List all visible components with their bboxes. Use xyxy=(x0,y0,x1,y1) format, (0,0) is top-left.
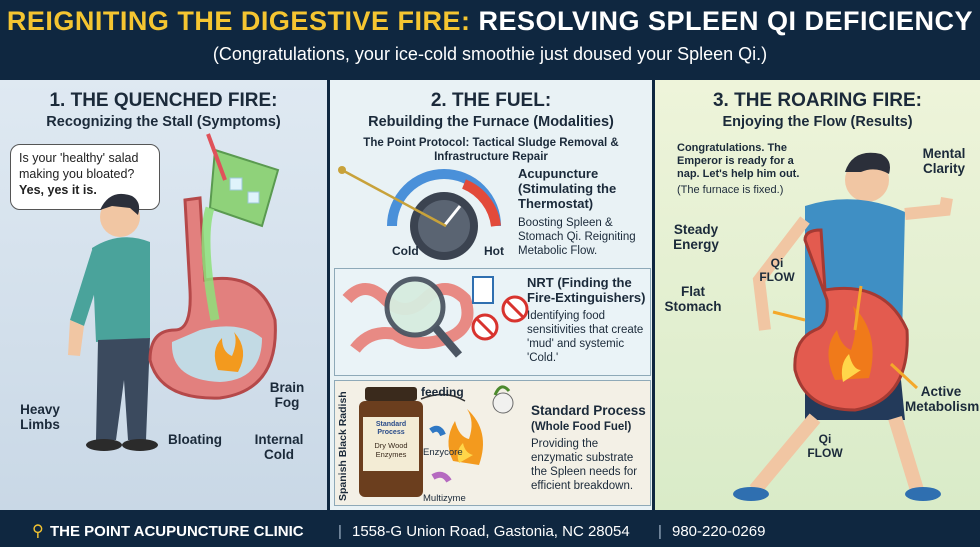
multizyme-label: Multizyme xyxy=(423,493,466,504)
label-brain-fog: Brain Fog xyxy=(269,380,305,410)
footer-separator-1: | xyxy=(338,523,342,540)
nrt-title: NRT (Finding the Fire-Extinguishers) xyxy=(527,275,646,305)
title-part-1: REIGNITING THE DIGESTIVE FIRE: xyxy=(6,6,471,36)
label-qi-flow-top: Qi FLOW xyxy=(759,256,795,284)
label-bloating: Bloating xyxy=(168,432,222,447)
label-mental-clarity: Mental Clarity xyxy=(922,146,966,176)
thermostat-gauge-icon xyxy=(338,166,501,260)
label-heavy-limbs: Heavy Limbs xyxy=(20,402,60,432)
panel-fuel: 2. THE FUEL: Rebuilding the Furnace (Mod… xyxy=(327,80,655,510)
section-standard-process: Spanish Black Radish Standard Process Dr… xyxy=(334,380,651,506)
standard-process-title: Standard Process xyxy=(531,403,646,418)
tired-man-illustration xyxy=(68,193,158,451)
standard-process-subtitle: (Whole Food Fuel) xyxy=(531,421,632,433)
page-title: REIGNITING THE DIGESTIVE FIRE: RESOLVING… xyxy=(0,6,980,37)
enzycore-label: Enzycore xyxy=(423,447,463,458)
label-flat-stomach: Flat Stomach xyxy=(664,284,722,314)
bottle-name: Dry Wood Enzymes xyxy=(374,441,408,459)
panel-roaring-fire: 3. THE ROARING FIRE: Enjoying the Flow (… xyxy=(655,80,980,510)
panel2-heading: 2. THE FUEL: xyxy=(430,90,552,111)
gauge-cold-label: Cold xyxy=(392,244,419,258)
acupuncture-body: Boosting Spleen & Stomach Qi. Reigniting… xyxy=(518,217,636,257)
page-subtitle: (Congratulations, your ice-cold smoothie… xyxy=(212,44,768,64)
nrt-body: Identifying food sensitivities that crea… xyxy=(527,310,644,364)
footer-separator-2: | xyxy=(658,523,662,540)
protocol-subtitle: The Point Protocol: Tactical Sludge Remo… xyxy=(363,137,619,163)
panel1-subheading: Recognizing the Stall (Symptoms) xyxy=(46,114,281,130)
panel-quenched-fire: 1. THE QUENCHED FIRE: Recognizing the St… xyxy=(0,80,327,510)
note-line-1: Congratulations. The Emperor is ready fo… xyxy=(677,142,800,180)
label-steady-energy: Steady Energy xyxy=(673,222,719,252)
footer: ⚲ THE POINT ACUPUNCTURE CLINIC | 1558-G … xyxy=(0,515,980,547)
bubble-answer: Yes, yes it is. xyxy=(19,183,97,197)
header: REIGNITING THE DIGESTIVE FIRE: RESOLVING… xyxy=(0,0,980,80)
feeding-label: feeding xyxy=(421,385,464,399)
panel1-heading: 1. THE QUENCHED FIRE: xyxy=(49,90,278,111)
panel3-subheading: Enjoying the Flow (Results) xyxy=(722,114,913,130)
section-acupuncture: Cold Hot Acupuncture (Stimulating the Th… xyxy=(334,130,651,268)
label-active-metabolism: Active Metabolism xyxy=(905,384,980,414)
gauge-hot-label: Hot xyxy=(484,244,504,258)
location-pin-icon: ⚲ xyxy=(32,523,44,540)
running-man-illustration xyxy=(733,152,953,501)
bottle-brand: Standard Process xyxy=(375,421,407,436)
footer-address: 1558-G Union Road, Gastonia, NC 28054 xyxy=(352,523,630,540)
panel3-heading: 3. THE ROARING FIRE: xyxy=(712,90,922,111)
footer-phone: 980-220-0269 xyxy=(672,523,766,540)
cold-stomach-illustration xyxy=(148,133,280,400)
supplement-bottle-icon xyxy=(359,385,514,497)
title-part-2: RESOLVING SPLEEN QI DEFICIENCY xyxy=(478,6,974,36)
note-line-2: (The furnace is fixed.) xyxy=(677,184,784,196)
magnifier-intestine-icon xyxy=(342,276,529,358)
standard-process-body: Providing the enzymatic substrate the Sp… xyxy=(531,438,638,492)
bubble-question: Is your 'healthy' salad making you bloat… xyxy=(19,151,139,181)
section-nrt: NRT (Finding the Fire-Extinguishers) Ide… xyxy=(334,268,651,376)
panel2-subheading: Rebuilding the Furnace (Modalities) xyxy=(368,114,614,130)
label-qi-flow-bottom: Qi FLOW xyxy=(807,432,843,460)
label-internal-cold: Internal Cold xyxy=(254,432,304,462)
acupuncture-title: Acupuncture (Stimulating the Thermostat) xyxy=(518,166,617,211)
footer-clinic-name: THE POINT ACUPUNCTURE CLINIC xyxy=(50,523,304,540)
